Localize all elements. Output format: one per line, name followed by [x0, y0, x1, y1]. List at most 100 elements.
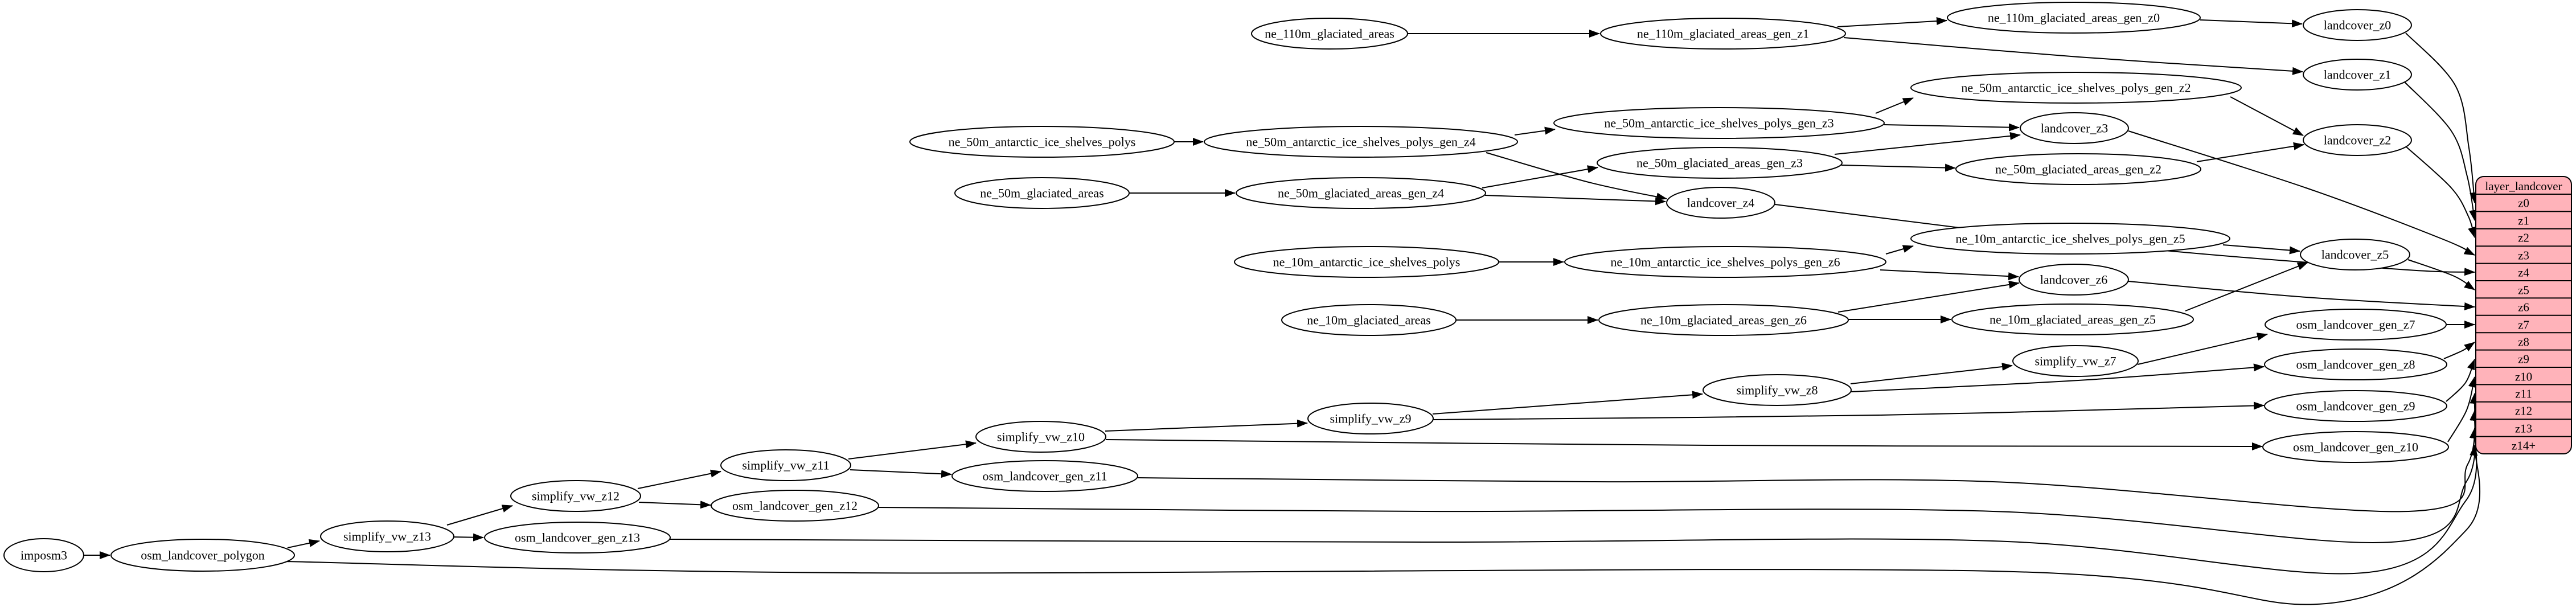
edge-landcover_z3-to-row-z3 [2128, 130, 2475, 256]
node-shape-osm_landcover_gen_z11 [951, 460, 1138, 492]
node-ne_50m_antarctic_ice_shelves_polys_gen_z2: ne_50m_antarctic_ice_shelves_polys_gen_z… [1910, 72, 2242, 104]
node-label-ne_10m_glaciated_areas: ne_10m_glaciated_areas [1307, 313, 1430, 327]
node-ne_10m_antarctic_ice_shelves_polys: ne_10m_antarctic_ice_shelves_polys [1234, 246, 1499, 278]
node-label-ne_50m_antarctic_ice_shelves_polys_gen_z3: ne_50m_antarctic_ice_shelves_polys_gen_z… [1604, 116, 1833, 130]
edge-osm_landcover_gen_z9-to-row-z9 [2446, 359, 2475, 402]
node-shape-landcover_z6 [2019, 264, 2129, 296]
node-shape-simplify_vw_z10 [975, 421, 1106, 453]
node-label-simplify_vw_z8: simplify_vw_z8 [1737, 383, 1818, 397]
table-row-z10: z10 [2515, 370, 2532, 383]
table-row-z2: z2 [2518, 231, 2529, 244]
node-shape-simplify_vw_z12 [510, 480, 641, 512]
node-ne_110m_glaciated_areas_gen_z1: ne_110m_glaciated_areas_gen_z1 [1600, 18, 1846, 50]
node-osm_landcover_gen_z8: osm_landcover_gen_z8 [2264, 348, 2447, 380]
node-shape-osm_landcover_gen_z13 [484, 522, 671, 553]
node-osm_landcover_gen_z12: osm_landcover_gen_z12 [711, 490, 879, 522]
node-landcover_z3: landcover_z3 [2020, 112, 2129, 144]
node-shape-simplify_vw_z13 [320, 520, 454, 552]
node-shape-ne_50m_glaciated_areas_gen_z4 [1236, 177, 1486, 209]
node-ne_50m_antarctic_ice_shelves_polys: ne_50m_antarctic_ice_shelves_polys [909, 126, 1175, 158]
table-row-z1: z1 [2518, 214, 2529, 227]
node-label-simplify_vw_z12: simplify_vw_z12 [532, 489, 620, 503]
node-shape-simplify_vw_z11 [720, 449, 851, 481]
edge-landcover_z4-to-row-z4 [1774, 204, 2475, 276]
node-shape-landcover_z2 [2303, 124, 2412, 156]
edge-landcover_z5-to-row-z5 [2407, 259, 2475, 290]
node-shape-ne_50m_glaciated_areas_gen_z2 [1955, 153, 2201, 185]
table-row-z11: z11 [2515, 387, 2532, 400]
node-label-landcover_z6: landcover_z6 [2040, 273, 2108, 287]
node-shape-landcover_z3 [2020, 112, 2129, 144]
node-simplify_vw_z10: simplify_vw_z10 [975, 421, 1106, 453]
node-label-ne_10m_glaciated_areas_gen_z5: ne_10m_glaciated_areas_gen_z5 [1990, 313, 2156, 327]
node-shape-osm_landcover_gen_z10 [2262, 431, 2449, 463]
node-ne_10m_glaciated_areas_gen_z5: ne_10m_glaciated_areas_gen_z5 [1951, 304, 2194, 335]
node-label-osm_landcover_gen_z9: osm_landcover_gen_z9 [2296, 399, 2415, 413]
node-label-ne_50m_antarctic_ice_shelves_polys: ne_50m_antarctic_ice_shelves_polys [949, 135, 1136, 149]
node-label-simplify_vw_z11: simplify_vw_z11 [742, 458, 829, 473]
edge-ne_50m_antarctic_ice_shelves_polys_gen_z4-to-landcover_z4 [1486, 152, 1667, 201]
node-osm_landcover_gen_z7: osm_landcover_gen_z7 [2265, 309, 2447, 341]
node-label-landcover_z2: landcover_z2 [2324, 133, 2392, 147]
node-ne_10m_antarctic_ice_shelves_polys_gen_z5: ne_10m_antarctic_ice_shelves_polys_gen_z… [1910, 223, 2230, 255]
edge-ne_50m_glaciated_areas_gen_z3-to-ne_50m_glaciated_areas_gen_z2 [1841, 163, 1956, 172]
edges [83, 17, 2481, 605]
node-shape-ne_10m_antarctic_ice_shelves_polys [1234, 246, 1499, 278]
node-osm_landcover_gen_z11: osm_landcover_gen_z11 [951, 460, 1138, 492]
node-label-simplify_vw_z13: simplify_vw_z13 [343, 530, 431, 544]
edge-ne_50m_antarctic_ice_shelves_polys_gen_z3-to-landcover_z3 [1884, 123, 2020, 132]
node-label-ne_50m_antarctic_ice_shelves_polys_gen_z2: ne_50m_antarctic_ice_shelves_polys_gen_z… [1961, 81, 2191, 95]
edge-simplify_vw_z8-to-simplify_vw_z7 [1850, 363, 2013, 384]
edge-simplify_vw_z13-to-osm_landcover_gen_z13 [453, 533, 484, 542]
table-row-z13: z13 [2515, 421, 2532, 435]
table-row-z0: z0 [2518, 196, 2529, 210]
edge-simplify_vw_z8-to-osm_landcover_gen_z8 [1851, 363, 2265, 392]
node-simplify_vw_z12: simplify_vw_z12 [510, 480, 641, 512]
node-shape-ne_50m_glaciated_areas_gen_z3 [1597, 147, 1843, 179]
node-shape-ne_50m_antarctic_ice_shelves_polys [909, 126, 1175, 158]
edge-ne_50m_glaciated_areas_gen_z4-to-landcover_z4 [1484, 195, 1666, 206]
node-ne_50m_antarctic_ice_shelves_polys_gen_z3: ne_50m_antarctic_ice_shelves_polys_gen_z… [1553, 107, 1885, 139]
node-shape-osm_landcover_gen_z12 [711, 490, 879, 522]
node-label-landcover_z0: landcover_z0 [2324, 18, 2392, 32]
node-shape-osm_landcover_polygon [110, 539, 295, 572]
node-label-imposm3: imposm3 [20, 548, 67, 563]
layer-table: layer_landcoverz0z1z2z3z4z5z6z7z8z9z10z1… [2475, 176, 2572, 454]
edge-landcover_z0-to-row-z0 [2405, 32, 2478, 203]
node-shape-simplify_vw_z9 [1307, 403, 1434, 434]
edge-landcover_z6-to-row-z6 [2128, 281, 2475, 310]
edge-simplify_vw_z10-to-osm_landcover_gen_z10 [1105, 439, 2263, 450]
node-label-osm_landcover_gen_z10: osm_landcover_gen_z10 [2293, 440, 2418, 454]
node-label-osm_landcover_gen_z7: osm_landcover_gen_z7 [2296, 318, 2415, 332]
node-ne_50m_glaciated_areas_gen_z2: ne_50m_glaciated_areas_gen_z2 [1955, 153, 2201, 185]
edge-simplify_vw_z7-to-osm_landcover_gen_z7 [2137, 333, 2268, 365]
node-ne_50m_antarctic_ice_shelves_polys_gen_z4: ne_50m_antarctic_ice_shelves_polys_gen_z… [1204, 126, 1518, 158]
node-shape-osm_landcover_gen_z9 [2264, 390, 2447, 422]
node-label-simplify_vw_z9: simplify_vw_z9 [1330, 412, 1412, 426]
table-row-z3: z3 [2518, 248, 2529, 262]
edge-ne_10m_antarctic_ice_shelves_polys_gen_z6-to-ne_10m_antarctic_ice_shelves_polys_gen_z5 [1885, 245, 1914, 255]
table-row-z9: z9 [2518, 352, 2529, 366]
edge-ne_10m_glaciated_areas_gen_z6-to-landcover_z6 [1837, 280, 2020, 313]
node-shape-ne_50m_antarctic_ice_shelves_polys_gen_z4 [1204, 126, 1518, 158]
node-shape-ne_10m_glaciated_areas [1281, 304, 1457, 336]
edge-ne_50m_glaciated_areas_gen_z2-to-landcover_z2 [2196, 142, 2304, 162]
edge-landcover_z2-to-row-z2 [2406, 146, 2476, 238]
node-label-ne_110m_glaciated_areas_gen_z0: ne_110m_glaciated_areas_gen_z0 [1988, 11, 2160, 25]
edge-landcover_z1-to-row-z1 [2404, 81, 2477, 221]
node-ne_110m_glaciated_areas: ne_110m_glaciated_areas [1251, 18, 1408, 50]
node-landcover_z1: landcover_z1 [2303, 59, 2412, 91]
node-label-landcover_z3: landcover_z3 [2041, 121, 2109, 136]
edge-ne_10m_antarctic_ice_shelves_polys_gen_z6-to-landcover_z6 [1880, 269, 2019, 281]
node-label-osm_landcover_gen_z12: osm_landcover_gen_z12 [732, 499, 858, 513]
node-shape-landcover_z5 [2300, 239, 2410, 270]
node-shape-simplify_vw_z8 [1703, 374, 1852, 406]
edge-osm_landcover_polygon-to-row-z14+ [284, 445, 2481, 605]
edge-ne_50m_antarctic_ice_shelves_polys_gen_z2-to-landcover_z2 [2230, 96, 2304, 136]
node-shape-ne_110m_glaciated_areas [1251, 18, 1408, 50]
edge-ne_10m_antarctic_ice_shelves_polys_gen_z5-to-landcover_z5 [2222, 244, 2300, 255]
edge-ne_50m_glaciated_areas_gen_z4-to-ne_50m_glaciated_areas_gen_z3 [1482, 165, 1598, 188]
edge-simplify_vw_z11-to-osm_landcover_gen_z11 [850, 469, 952, 478]
